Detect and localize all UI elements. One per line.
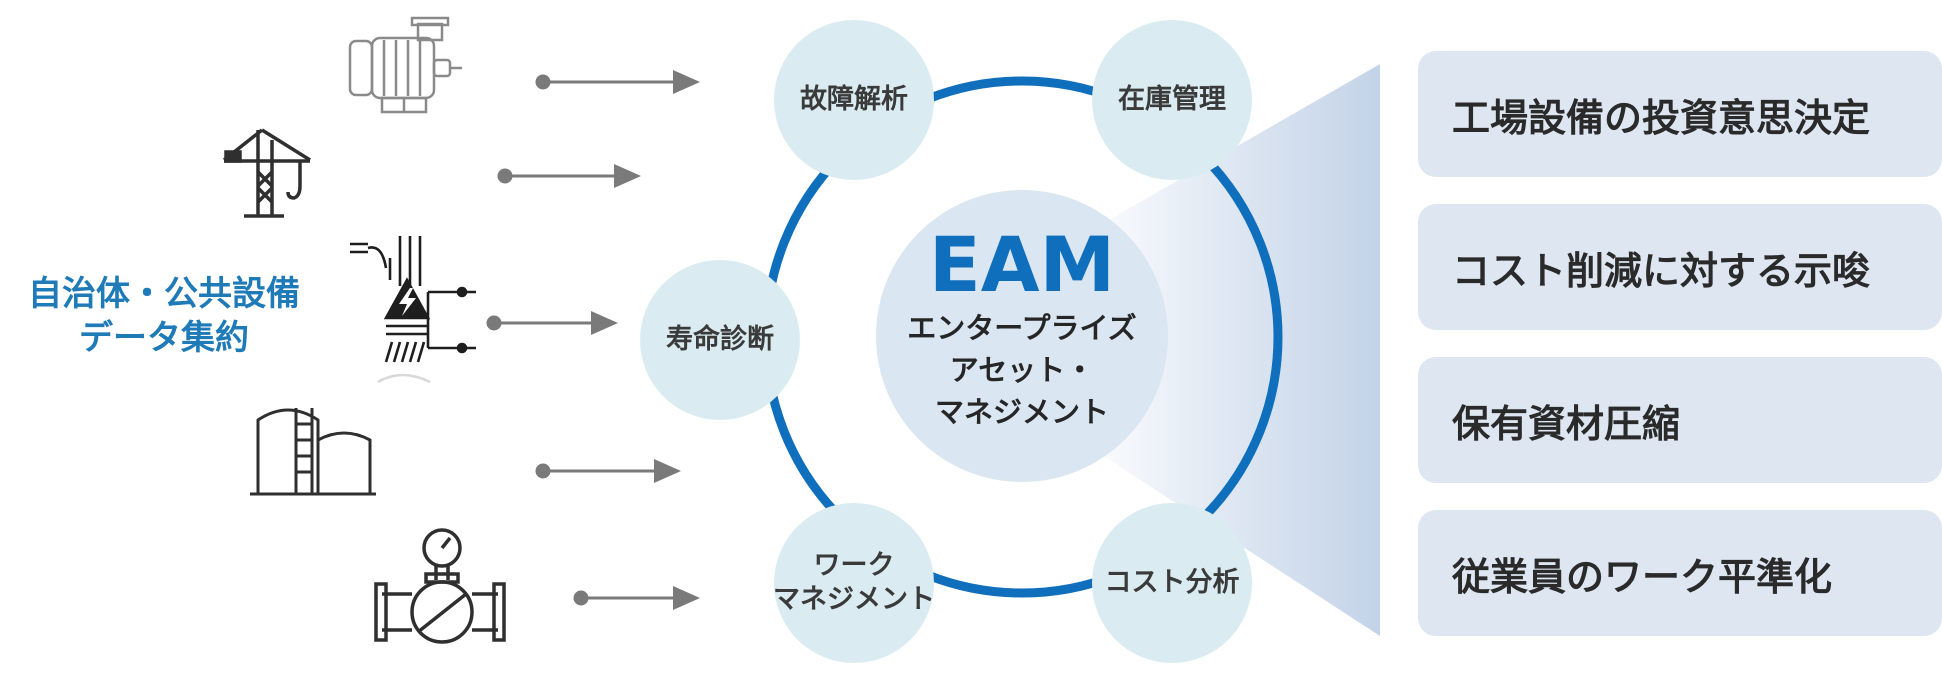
outcome-label-work-leveling: 従業員のワーク平準化	[1452, 554, 1833, 599]
node-failure-analysis-label: 故障解析	[800, 84, 908, 115]
crane-icon	[222, 128, 311, 218]
input-arrows	[486, 70, 700, 610]
projection-beam	[1088, 64, 1380, 636]
outcome-label-inventory-compression: 保有資材圧縮	[1452, 401, 1681, 446]
arrow-valve	[573, 586, 700, 610]
arrow-tank	[535, 459, 681, 483]
node-inventory-management-label: 在庫管理	[1118, 84, 1226, 115]
power-substation-icon	[350, 236, 476, 384]
node-cost-analysis: コスト分析	[1092, 503, 1252, 663]
node-work-management: ワーク マネジメント	[773, 503, 935, 663]
node-cost-analysis-label: コスト分析	[1104, 567, 1240, 598]
node-lifespan-diagnosis-label: 寿命診断	[666, 324, 774, 355]
eam-subtitle-line2: アセット・	[949, 353, 1095, 387]
data-aggregation-title-line2: データ集約	[79, 318, 249, 358]
eam-subtitle-line1: エンタープライズ	[907, 311, 1137, 345]
eam-subtitle-line3: マネジメント	[934, 395, 1109, 429]
eam-title: EAM	[928, 220, 1116, 309]
pipe-valve-gauge-icon	[374, 528, 506, 644]
outcome-label-cost-reduction: コスト削減に対する示唆	[1452, 248, 1871, 293]
outcome-label-investment: 工場設備の投資意思決定	[1452, 95, 1871, 140]
eam-center: EAM エンタープライズ アセット・ マネジメント	[876, 190, 1168, 482]
node-work-management-label-line2: マネジメント	[773, 584, 935, 615]
node-failure-analysis: 故障解析	[774, 20, 934, 180]
data-aggregation-title: 自治体・公共設備 データ集約	[14, 272, 314, 360]
node-inventory-management: 在庫管理	[1092, 20, 1252, 180]
node-lifespan-diagnosis: 寿命診断	[640, 260, 800, 420]
arrow-crane	[497, 164, 641, 188]
outcome-box-inventory-compression: 保有資材圧縮	[1418, 357, 1942, 483]
outcome-box-work-leveling: 従業員のワーク平準化	[1418, 510, 1942, 636]
outcome-box-cost-reduction: コスト削減に対する示唆	[1418, 204, 1942, 330]
arrow-motor	[535, 70, 700, 94]
data-aggregation-title-line1: 自治体・公共設備	[28, 274, 300, 314]
node-work-management-label-line1: ワーク	[813, 550, 895, 581]
outcome-box-investment: 工場設備の投資意思決定	[1418, 51, 1942, 177]
motor-icon	[348, 16, 462, 114]
arrow-substation	[486, 311, 618, 335]
storage-tank-icon	[250, 408, 376, 496]
